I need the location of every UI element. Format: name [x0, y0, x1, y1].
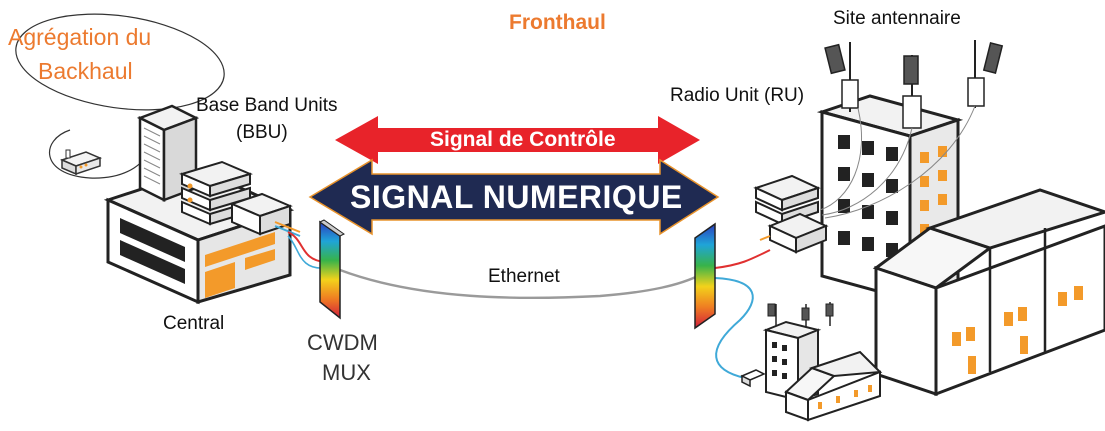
control-signal-label: Signal de Contrôle: [430, 128, 616, 151]
row-houses: [872, 188, 1105, 397]
server-rack-icon: [136, 104, 200, 203]
cwdm-mux-right-icon: [694, 222, 716, 330]
backhaul-aggregation-label-line2: Backhaul: [38, 58, 133, 84]
central-label: Central: [163, 313, 225, 334]
bbu-label-line2: (BBU): [236, 122, 288, 143]
digital-signal-label: SIGNAL NUMERIQUE: [350, 179, 683, 215]
cwdm-mux-left-icon: [319, 219, 345, 320]
radio-unit-label: Radio Unit (RU): [670, 85, 805, 106]
router-small-icon: [59, 149, 103, 176]
fiber-cables: [287, 231, 771, 379]
fronthaul-title: Fronthaul: [509, 11, 606, 34]
backhaul-aggregation-label-line1: Agrégation du: [8, 24, 152, 50]
optical-transceiver-left-icon: [229, 192, 301, 237]
bbu-stack-icon: [179, 160, 253, 226]
cwdm-label-line1: CWDM: [307, 330, 378, 355]
small-site-icon: [740, 302, 883, 422]
antenna-site-icon: [819, 40, 1004, 219]
radio-unit-equipment-icon: [753, 174, 829, 254]
bbu-label-line1: Base Band Units: [196, 95, 338, 116]
cwdm-label-line2: MUX: [322, 360, 371, 385]
control-signal-arrow: [335, 116, 700, 164]
ethernet-label: Ethernet: [488, 266, 560, 287]
digital-signal-arrow: [308, 158, 720, 236]
site-antennaire-label: Site antennaire: [833, 8, 961, 29]
